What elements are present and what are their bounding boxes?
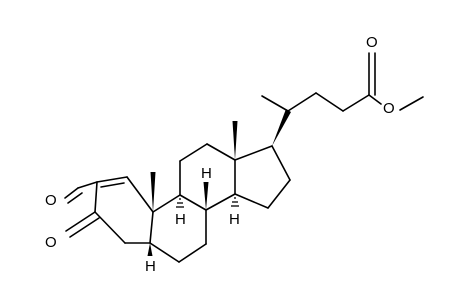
bond-c10-c1 [126, 176, 154, 213]
atom-aldehyde-oxygen: O [45, 192, 57, 209]
bond-c23-c24 [342, 94, 370, 112]
bond-c16-c15 [267, 179, 291, 209]
bond-c14-c8 [205, 193, 236, 211]
ring-c [179, 143, 236, 211]
bond-c3-c4 [94, 211, 126, 244]
bond-cho-o-1 [64, 187, 79, 199]
bond-c24-oether [368, 94, 382, 105]
atom-h14: H [229, 211, 240, 228]
atom-h8: H [201, 165, 212, 182]
aldehyde-group: O [45, 181, 98, 209]
atom-ketone-oxygen: O [45, 234, 57, 251]
bond-cho-o-2 [67, 192, 83, 204]
wedge-h5 [147, 243, 153, 256]
bond-c9-c10 [152, 194, 181, 213]
bond-c20-c21 [261, 95, 289, 112]
atom-ester-carbonyl-oxygen: O [366, 34, 378, 51]
side-chain: O O [261, 34, 424, 146]
bond-c22-c23 [315, 92, 344, 112]
wedge-h8 [203, 182, 209, 210]
stereo-h9: H [175, 198, 186, 228]
bond-c5-c10 [149, 211, 154, 244]
bond-c6-c7 [178, 243, 207, 263]
ketone-group: O [45, 211, 100, 251]
bond-c1-c2-single [96, 176, 128, 183]
bond-c8-c9 [179, 194, 207, 211]
ring-b [149, 194, 207, 263]
atom-h5: H [145, 258, 156, 275]
bond-c5-c6 [149, 242, 180, 263]
bond-c20-c22 [287, 92, 317, 112]
wedge-c10-methyl [150, 172, 156, 212]
bond-c17-c16 [271, 145, 291, 181]
atom-h9: H [175, 211, 186, 228]
bond-c13-c17 [234, 145, 273, 161]
wedge-c17-c20 [272, 109, 291, 146]
stereo-h8: H [201, 165, 212, 210]
stereo-h14: H [229, 197, 240, 228]
bond-c15-c14 [234, 193, 269, 209]
bond-c2-c3 [94, 181, 98, 213]
bond-c2-cho [77, 181, 98, 189]
bond-c3-o-2 [69, 217, 100, 238]
stereo-h5: H [145, 243, 156, 275]
bond-c12-c13 [206, 143, 236, 161]
bond-oether-methyl [399, 96, 424, 111]
atom-ester-ether-oxygen: O [383, 100, 395, 117]
bond-c1-c2-double [100, 182, 125, 188]
bond-c3-o-1 [65, 211, 96, 232]
ring-a [94, 176, 154, 244]
wedge-c13-methyl [232, 121, 238, 160]
ring-d [234, 145, 291, 209]
bond-c11-c12 [179, 143, 208, 162]
